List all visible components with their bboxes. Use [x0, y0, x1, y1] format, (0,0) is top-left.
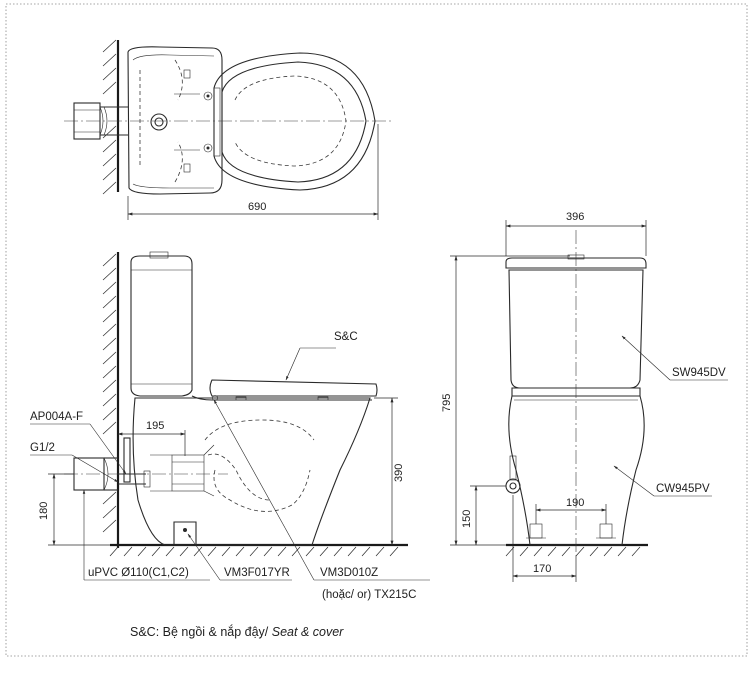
dim-front-inlet-height: 150 [461, 510, 473, 528]
label-tank: SW945DV [672, 367, 726, 379]
label-flange: VM3F017YR [224, 567, 290, 579]
label-drain-pipe: uPVC Ø110(C1,C2) [88, 567, 189, 579]
front-view: 396 795 150 190 170 SW945DV CW945PV [441, 211, 728, 582]
top-wall-hatch [102, 39, 117, 195]
label-seat-model: VM3D010Z [320, 567, 378, 579]
dim-front-bolt-spacing: 190 [566, 497, 584, 509]
dim-front-height: 795 [441, 394, 453, 412]
dim-front-inlet-offset: 170 [533, 563, 551, 575]
side-wall-hatch [102, 253, 117, 533]
dim-side-seat-height: 390 [393, 464, 405, 482]
label-bowl: CW945PV [656, 483, 710, 495]
top-view: 690 [64, 39, 392, 220]
dim-front-width: 396 [566, 211, 584, 223]
footnote-vi: S&C: Bệ ngồi & nắp đậy/ [130, 624, 272, 639]
dim-side-inlet-height: 180 [38, 502, 50, 520]
footnote: S&C: Bệ ngồi & nắp đậy/ Seat & cover [130, 624, 344, 639]
dim-top-length: 690 [248, 201, 266, 213]
side-floor-hatch [109, 546, 399, 557]
label-angle-valve: AP004A-F [30, 411, 83, 423]
footnote-en: Seat & cover [272, 625, 344, 639]
label-seat-cover-code: S&C [334, 331, 358, 343]
label-seat-alt: (hoặc/ or) TX215C [322, 589, 416, 601]
side-view: 195 390 180 S&C AP004A-F G1/2 uPVC Ø110(… [30, 251, 430, 601]
front-floor-hatch [505, 546, 641, 557]
dim-side-depth: 195 [146, 420, 164, 432]
label-supply-thread: G1/2 [30, 442, 55, 454]
